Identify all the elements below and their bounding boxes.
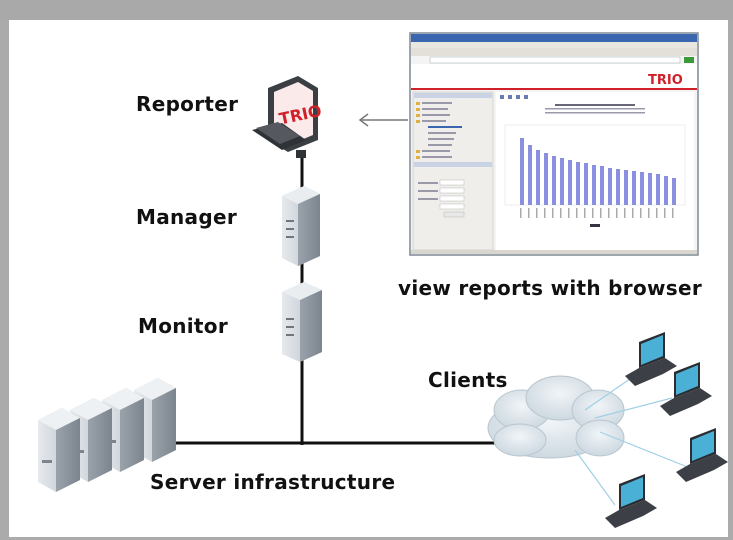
manager-server-icon	[282, 186, 320, 266]
manager-label: Manager	[136, 205, 237, 229]
browser-toolbar	[411, 48, 697, 56]
server-infrastructure-label: Server infrastructure	[150, 470, 396, 494]
report-bar-chart	[520, 138, 676, 205]
laptop-icon-3	[676, 428, 728, 482]
browser-status-bar	[411, 250, 697, 254]
laptop-icon-1	[625, 332, 677, 386]
laptop-icon-2	[660, 362, 712, 416]
browser-title-bar	[411, 34, 697, 42]
clients-label: Clients	[428, 368, 508, 392]
arrow-icon	[358, 113, 408, 127]
view-reports-label: view reports with browser	[398, 276, 702, 300]
reporter-workstation-icon: TRIO	[252, 76, 323, 158]
cloud-icon	[487, 375, 625, 459]
browser-menu-bar	[411, 42, 697, 48]
monitor-label: Monitor	[138, 314, 229, 338]
browser-sidebar	[412, 91, 494, 251]
top-border-bar	[0, 0, 733, 20]
server-cluster-icon	[38, 378, 176, 492]
browser-header	[411, 64, 697, 90]
browser-logo: TRIO	[648, 73, 683, 88]
monitor-server-icon	[282, 282, 322, 362]
browser-address-bar	[429, 56, 681, 64]
browser-window-thumbnail: TRIO	[409, 32, 699, 256]
browser-go-button	[684, 57, 694, 63]
laptop-icon-4	[605, 474, 657, 528]
reporter-label: Reporter	[136, 92, 239, 116]
